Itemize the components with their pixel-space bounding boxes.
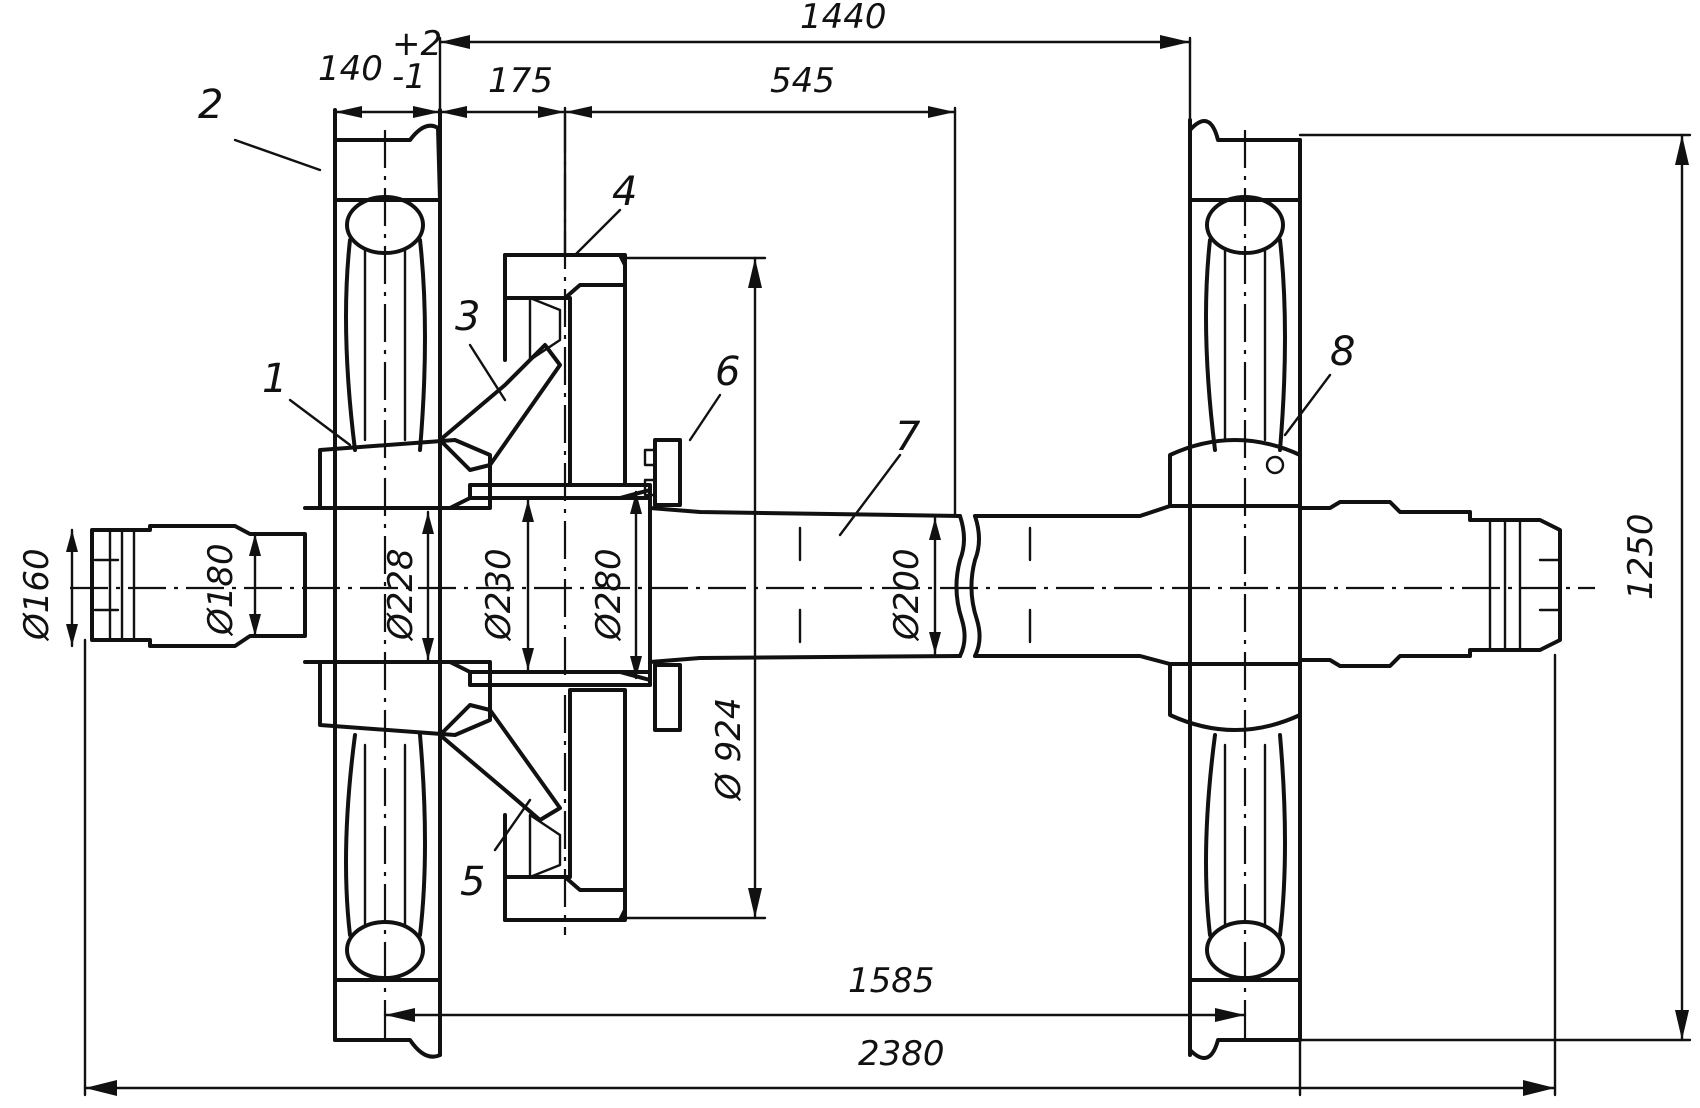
dim-collar: Ø280: [589, 548, 629, 642]
callout-5: 5: [460, 859, 485, 905]
dim-gauge: 1440: [800, 0, 887, 37]
dim-gear-offset: 175: [488, 61, 553, 101]
right-wheel: [1168, 118, 1302, 1060]
dim-journal: Ø160: [17, 548, 57, 642]
dim-overall-length: 2380: [858, 1034, 945, 1074]
callout-3: 3: [455, 294, 480, 340]
dim-gear-seat: Ø230: [479, 548, 519, 642]
axle: [70, 488, 1595, 682]
dim-gear: Ø 924: [709, 698, 749, 802]
gear-wheel: [468, 115, 682, 935]
dim-axle-middle: Ø200: [887, 548, 927, 642]
callout-7: 7: [895, 414, 921, 460]
callout-8: 8: [1330, 329, 1355, 375]
dim-wheel-seat: Ø228: [381, 548, 421, 642]
dim-journal-seat: Ø180: [201, 543, 241, 637]
dimension-lines: [66, 35, 1692, 1097]
callout-4: 4: [612, 169, 637, 215]
callout-1: 1: [262, 356, 287, 402]
dim-rim-tol-minus: -1: [392, 57, 426, 97]
dim-hub-offset: 545: [770, 61, 835, 101]
callouts: 2 1 3 4 5 6 7 8: [198, 82, 1355, 905]
dim-height: 1250: [1621, 513, 1661, 600]
dimension-labels: 1440 140 +2 -1 175 545 1585 2380 1250 Ø1…: [17, 0, 1661, 1074]
dim-rim-width: 140: [318, 49, 383, 89]
callout-2: 2: [198, 82, 223, 128]
dim-wheel-base: 1585: [848, 961, 935, 1001]
callout-6: 6: [715, 349, 740, 395]
left-wheel: [318, 108, 562, 1059]
dim-rim-tol-plus: +2: [392, 24, 442, 64]
